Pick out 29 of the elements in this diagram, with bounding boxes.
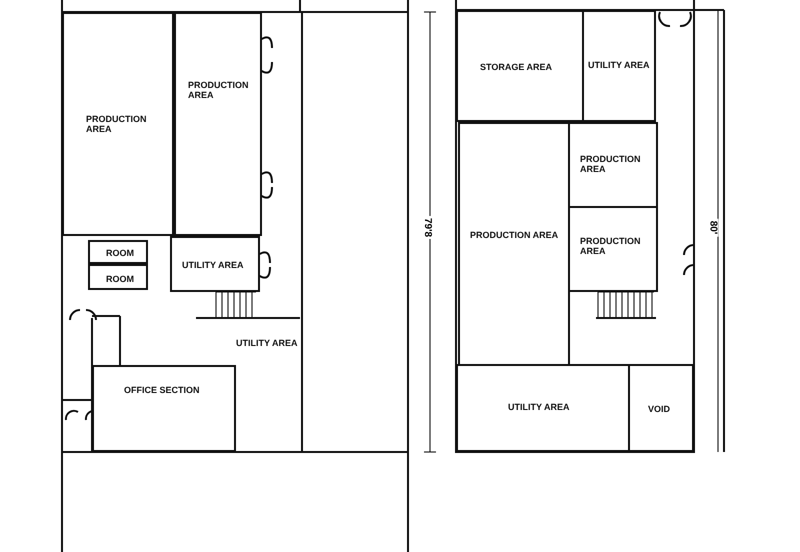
room-outline bbox=[174, 12, 262, 236]
room-label: PRODUCTION AREA bbox=[580, 154, 642, 174]
room-label: PRODUCTION AREA bbox=[86, 114, 148, 134]
room-outline bbox=[582, 10, 656, 122]
dimension-label: 79'8 bbox=[422, 216, 434, 240]
dimension-label: 80' bbox=[707, 218, 718, 236]
room-outline bbox=[92, 365, 236, 452]
room-outline bbox=[568, 122, 658, 208]
room-outline bbox=[170, 236, 260, 292]
room-label: UTILITY AREA bbox=[508, 402, 570, 412]
room-outline bbox=[62, 12, 174, 236]
room-outline bbox=[628, 364, 694, 452]
room-label: UTILITY AREA bbox=[182, 260, 244, 270]
room-outline bbox=[88, 264, 148, 290]
room-label: OFFICE SECTION bbox=[124, 385, 200, 395]
room-outline bbox=[456, 10, 584, 122]
room-label: UTILITY AREA bbox=[236, 338, 298, 348]
room-label: STORAGE AREA bbox=[480, 62, 552, 72]
room-outline bbox=[88, 240, 148, 264]
room-label: PRODUCTION AREA bbox=[188, 80, 250, 100]
room-label: ROOM bbox=[106, 248, 134, 258]
room-outline bbox=[568, 206, 658, 292]
room-outline bbox=[458, 122, 570, 366]
room-label: PRODUCTION AREA bbox=[580, 236, 642, 256]
room-label: ROOM bbox=[106, 274, 134, 284]
room-label: VOID bbox=[648, 404, 670, 414]
room-outline bbox=[456, 364, 630, 452]
room-label: PRODUCTION AREA bbox=[470, 230, 558, 240]
room-label: UTILITY AREA bbox=[588, 60, 650, 70]
